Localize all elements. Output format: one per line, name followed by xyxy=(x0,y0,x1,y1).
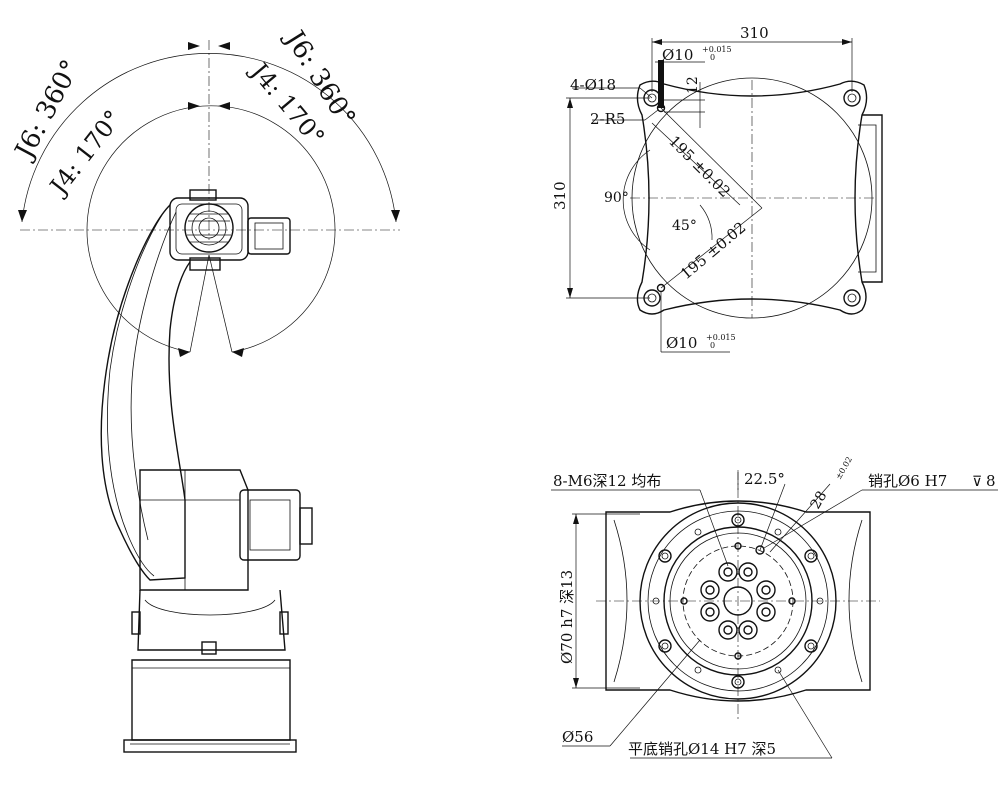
pin-hole-leader xyxy=(763,489,863,549)
hole-4-label: 4-Ø18 xyxy=(570,76,616,94)
radius-label: 2-R5 xyxy=(590,110,625,128)
diag-1-label: 195 ±0.02 xyxy=(665,132,734,201)
pin-top-label: Ø10 xyxy=(662,46,693,64)
base-side-tab-left xyxy=(131,611,141,635)
angle-arc-45 xyxy=(699,204,713,241)
tool-flange-view: 8-M6深12 均布 22.5° 28 ±0.02 销孔Ø6 H7 ⊽ 8 Ø7… xyxy=(551,455,998,759)
d56-leader xyxy=(609,639,701,747)
pin-bottom-tol: +0.015 xyxy=(706,333,736,342)
upper-arm-outline xyxy=(100,204,191,581)
center-bore xyxy=(723,586,753,616)
depth-label: 12 xyxy=(685,76,701,94)
height-dim-text: 310 xyxy=(551,181,569,210)
robot-side-view: J6: 360° J6: 360° J4: 170° J4: 170° xyxy=(8,23,400,753)
mounting-plate-view: 310 310 xyxy=(551,24,883,353)
arrow-icon xyxy=(188,102,200,110)
base-column xyxy=(137,589,286,651)
arrow-icon xyxy=(178,348,190,357)
diag-line-2 xyxy=(660,207,763,289)
robot-wrist xyxy=(169,189,291,271)
pin-top-tol: +0.015 xyxy=(702,45,732,54)
pin-depth-label: 8 xyxy=(986,472,996,490)
angle-arc-90 xyxy=(622,149,651,251)
pin-bottom-label: Ø10 xyxy=(666,334,697,352)
m6-holes xyxy=(700,562,776,640)
corner-hole-tr xyxy=(843,89,861,107)
m6-label: 8-M6深12 均布 xyxy=(553,472,661,490)
upper-arm-inner-line xyxy=(107,214,163,577)
flat-pin-leader xyxy=(777,669,833,759)
j6-rotation-arc xyxy=(21,53,397,223)
flat-pin-label: 平底销孔Ø14 H7 深5 xyxy=(628,740,776,758)
corner-hole-br xyxy=(843,289,861,307)
upper-arm-edge-line xyxy=(130,211,177,541)
arrow-icon xyxy=(218,42,230,50)
arrow-icon xyxy=(573,678,579,688)
angle-45-label: 45° xyxy=(672,218,697,234)
pin-marker xyxy=(658,60,664,108)
arrow-icon xyxy=(567,98,573,108)
bolt-circle xyxy=(682,545,794,657)
arrow-icon xyxy=(232,348,244,357)
housing-curve-left xyxy=(613,519,628,683)
j4-limit-line-right xyxy=(208,254,233,353)
angle-label: 22.5° xyxy=(744,470,785,488)
flange-ring-4 xyxy=(669,532,807,670)
flange-housing-outline xyxy=(605,500,871,702)
robot-elbow xyxy=(139,469,313,591)
flange-ring-3 xyxy=(663,526,813,676)
angle-ref-line xyxy=(759,483,786,551)
base-plate xyxy=(123,739,297,753)
dim-28-tol: ±0.02 xyxy=(834,455,854,481)
arrow-icon xyxy=(652,39,662,45)
pin-top-tol2: 0 xyxy=(710,53,715,62)
outer-mounting-holes xyxy=(652,513,824,689)
bore-label: Ø70 h7 深13 xyxy=(558,570,576,664)
base-side-tab-right xyxy=(279,611,289,635)
small-hole xyxy=(734,542,742,550)
leader-line xyxy=(644,109,659,121)
plate-side-tab-inner xyxy=(858,124,877,273)
arrow-icon xyxy=(567,288,573,298)
small-hole xyxy=(680,597,688,605)
arrow-icon xyxy=(573,514,579,524)
arrow-icon xyxy=(18,210,27,222)
pin-hole-bottom xyxy=(656,283,666,293)
angle-90-label: 90° xyxy=(604,190,629,206)
base-column-curve xyxy=(144,599,276,616)
d56-label: Ø56 xyxy=(562,728,593,746)
arrow-icon xyxy=(391,210,400,222)
plate-side-tab xyxy=(862,114,883,283)
diag-line-1 xyxy=(660,107,763,209)
housing-curve-right xyxy=(848,519,863,683)
flange-ring-outer xyxy=(639,502,837,700)
robot-base xyxy=(131,659,291,741)
dim-28-label: 28 xyxy=(808,489,831,512)
mounting-plate-outline xyxy=(636,80,868,315)
corner-hole-bl xyxy=(643,289,661,307)
arrow-icon xyxy=(218,102,230,110)
base-connector xyxy=(201,641,217,655)
pin-hole-label: 销孔Ø6 H7 xyxy=(868,472,947,490)
j4-rotation-arc xyxy=(86,105,336,353)
dim-28-line xyxy=(769,483,831,553)
leader-line xyxy=(639,87,653,99)
m6-leader xyxy=(699,489,729,567)
arrow-icon xyxy=(188,42,200,50)
dowel-pin-hole xyxy=(755,545,765,555)
counterbore-depth-icon: ⊽ xyxy=(972,474,982,490)
j4-limit-line-left xyxy=(189,254,210,353)
arrow-icon xyxy=(842,39,852,45)
width-dim-text: 310 xyxy=(740,24,769,42)
diag-ext-1 xyxy=(651,122,741,206)
pin-bottom-tol2: 0 xyxy=(710,341,715,350)
small-hole xyxy=(788,597,796,605)
flange-ring-2 xyxy=(647,510,829,692)
small-hole xyxy=(734,652,742,660)
